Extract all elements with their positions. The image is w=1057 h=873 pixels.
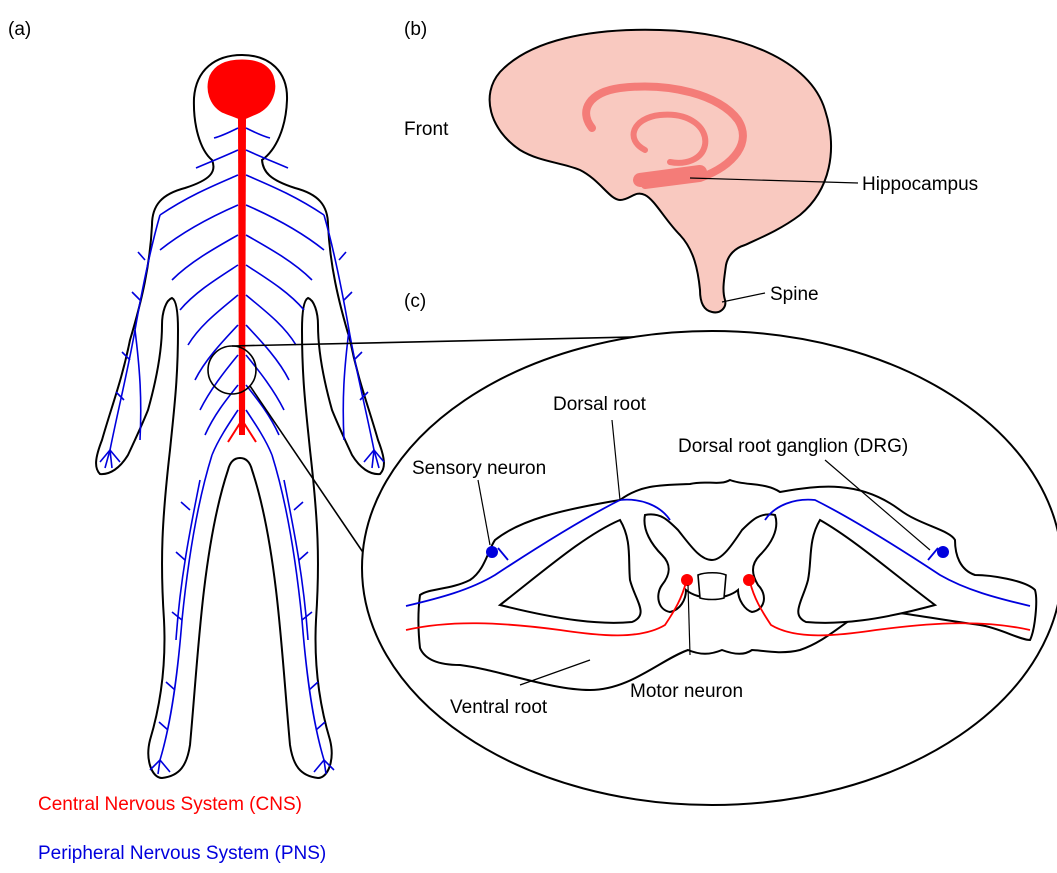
motor-neuron-body-left — [681, 574, 693, 586]
brain-diagram — [490, 30, 858, 313]
cns-spinal-cord — [238, 118, 246, 435]
sensory-ganglion-right — [937, 546, 949, 558]
panel-label-c: (c) — [404, 291, 426, 312]
sensory-neuron-label: Sensory neuron — [412, 458, 546, 479]
pns-legend-label: Peripheral Nervous System (PNS) — [38, 843, 326, 864]
hippocampus-label: Hippocampus — [862, 174, 978, 195]
spine-leader — [722, 293, 765, 302]
cns-legend-label: Central Nervous System (CNS) — [38, 794, 302, 815]
motor-neuron-label: Motor neuron — [630, 681, 743, 702]
spinal-cord-crosssection — [362, 331, 1057, 805]
ventral-root-label: Ventral root — [450, 697, 548, 718]
front-label: Front — [404, 119, 449, 140]
panel-label-b: (b) — [404, 19, 427, 40]
central-notch — [698, 573, 726, 600]
drg-label: Dorsal root ganglion (DRG) — [678, 436, 908, 457]
sensory-ganglion-left — [486, 546, 498, 558]
motor-neuron-body-right — [743, 574, 755, 586]
spine-label: Spine — [770, 284, 819, 305]
panel-label-a: (a) — [8, 19, 31, 40]
dorsal-root-label: Dorsal root — [553, 394, 647, 415]
